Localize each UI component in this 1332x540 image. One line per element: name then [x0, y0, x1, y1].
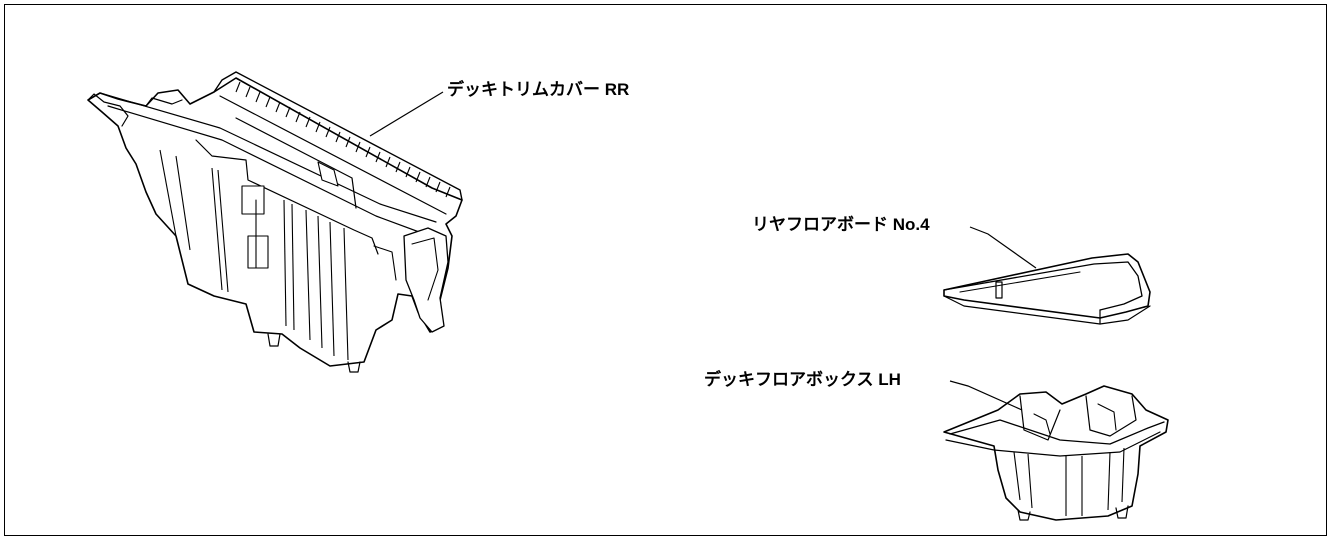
deck-floor-box-drawing: [943, 385, 1169, 521]
leader-line-deck-floor-box: [949, 380, 1023, 411]
leader-line-deck-trim-cover: [369, 91, 444, 137]
label-deck-trim-cover: デッキトリムカバー RR: [447, 80, 630, 99]
deck-trim-cover-drawing: [87, 71, 463, 373]
label-rear-floor-board: リヤフロアボード No.4: [752, 215, 930, 234]
label-deck-floor-box: デッキフロアボックス LH: [704, 370, 901, 389]
leader-line-rear-floor-board: [969, 226, 1037, 269]
rear-floor-board-drawing: [943, 253, 1151, 325]
